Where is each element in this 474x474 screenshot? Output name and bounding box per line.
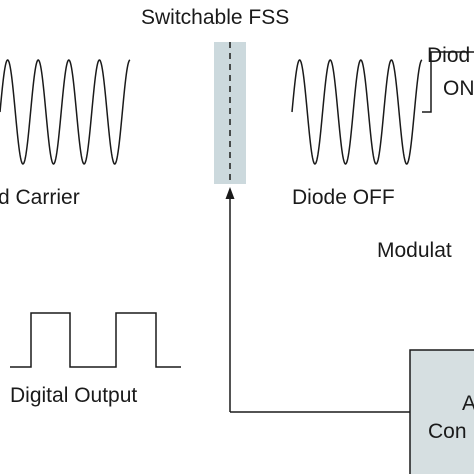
diode-on-label-line2: ON (443, 77, 474, 100)
digital-square-wave (10, 312, 181, 368)
carrier-label: d Carrier (0, 186, 80, 209)
modulated-label: Modulat (377, 239, 452, 262)
controller-box (409, 349, 474, 474)
carrier-waveform (0, 59, 131, 165)
diode-off-waveform (291, 59, 423, 165)
diode-on-label-line1: Diod (427, 44, 470, 67)
diode-off-label: Diode OFF (292, 186, 395, 209)
digital-output-label: Digital Output (10, 384, 137, 407)
controller-label-line2: Con (428, 420, 467, 443)
diode-on-step (422, 51, 474, 113)
control-arrowhead (225, 187, 235, 199)
fss-title: Switchable FSS (141, 6, 289, 29)
controller-label-line1: A (462, 392, 474, 415)
